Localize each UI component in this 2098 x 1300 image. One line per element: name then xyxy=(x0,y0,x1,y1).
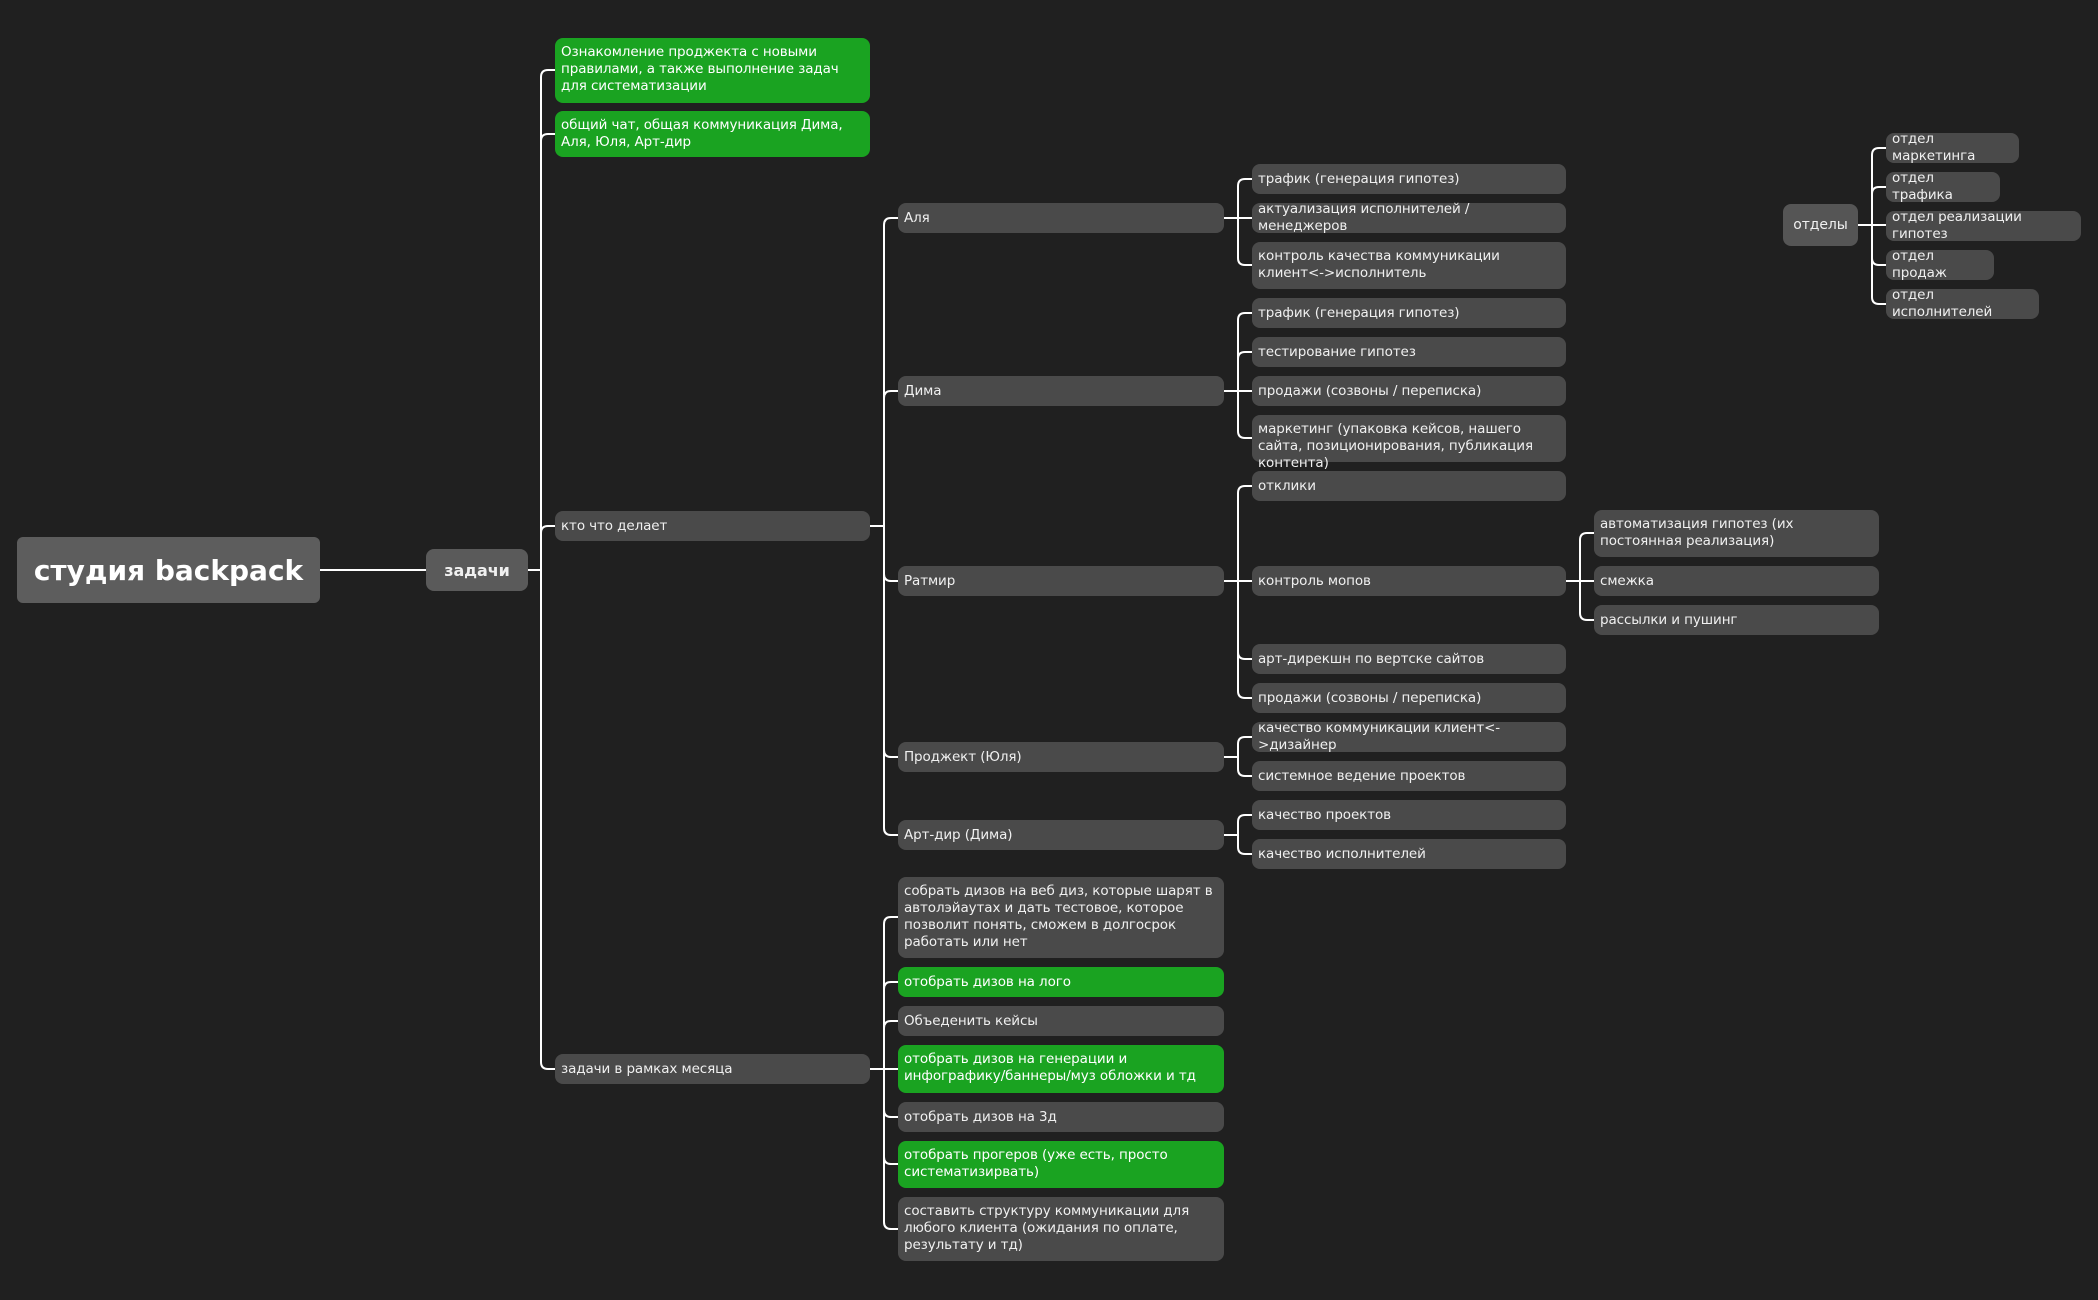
person-dima-node[interactable]: Дима xyxy=(898,376,1224,406)
ratmir-duty-node[interactable]: арт-дирекшн по вертске сайтов xyxy=(1252,644,1566,674)
connector-line xyxy=(540,525,555,534)
month-task-node[interactable]: отобрать дизов на лого xyxy=(898,967,1224,997)
connector-line xyxy=(1237,736,1252,745)
mop-control-node[interactable]: смежка xyxy=(1594,566,1879,596)
department-item-node[interactable]: отдел реализации гипотез xyxy=(1886,209,2081,242)
month-task-node[interactable]: составить структуру коммуникации для люб… xyxy=(898,1197,1224,1261)
connector-line xyxy=(883,916,898,925)
person-project-node[interactable]: Проджект (Юля) xyxy=(898,742,1224,772)
departments-node[interactable]: отделы xyxy=(1783,204,1858,246)
connector-line xyxy=(1237,312,1252,321)
dima-duty-node[interactable]: трафик (генерация гипотез) xyxy=(1252,298,1566,328)
connector-line xyxy=(883,1156,898,1165)
connector-line xyxy=(1237,651,1252,660)
intro-node[interactable]: Ознакомление проджекта с новыми правилам… xyxy=(555,38,870,103)
project-duty-node[interactable]: качество коммуникации клиент<->дизайнер xyxy=(1252,720,1566,753)
connector-line xyxy=(1237,430,1252,439)
connector-line xyxy=(883,1221,898,1230)
artdir-duty-node[interactable]: качество исполнителей xyxy=(1252,839,1566,869)
ratmir-duty-node[interactable]: отклики xyxy=(1252,471,1566,501)
ratmir-duty-node[interactable]: продажи (созвоны / переписка) xyxy=(1252,683,1566,713)
month-task-node[interactable]: Объеденить кейсы xyxy=(898,1006,1224,1036)
tasks-node[interactable]: задачи xyxy=(426,549,528,591)
connector-line xyxy=(540,1061,555,1070)
connector-line xyxy=(540,69,555,78)
connector-line xyxy=(1237,814,1252,823)
chat-node[interactable]: общий чат, общая коммуникация Дима, Аля,… xyxy=(555,111,870,157)
connector-line xyxy=(883,217,898,226)
connector-line xyxy=(1237,846,1252,855)
connector-line xyxy=(1237,178,1252,187)
connector-line xyxy=(883,390,898,399)
connector-line xyxy=(1871,147,1886,156)
month-task-node[interactable]: отобрать дизов на генерации и инфографик… xyxy=(898,1045,1224,1093)
month-task-node[interactable]: отобрать дизов на 3д xyxy=(898,1102,1224,1132)
root-node[interactable]: студия backpack xyxy=(17,537,320,603)
connector-line xyxy=(883,749,898,758)
connector-line xyxy=(1237,257,1252,266)
ratmir-duty-node[interactable]: контроль мопов xyxy=(1252,566,1566,596)
dima-duty-node[interactable]: тестирование гипотез xyxy=(1252,337,1566,367)
department-item-node[interactable]: отдел исполнителей xyxy=(1886,287,2039,320)
alya-duty-node[interactable]: актуализация исполнителей / менеджеров xyxy=(1252,201,1566,234)
connector-line xyxy=(540,133,555,142)
person-artdir-node[interactable]: Арт-дир (Дима) xyxy=(898,820,1224,850)
department-item-node[interactable]: отдел маркетинга xyxy=(1886,131,2019,164)
person-ratmir-node[interactable]: Ратмир xyxy=(898,566,1224,596)
connector-line xyxy=(1871,186,1886,195)
alya-duty-node[interactable]: контроль качества коммуникации клиент<->… xyxy=(1252,242,1566,289)
project-duty-node[interactable]: системное ведение проектов xyxy=(1252,761,1566,791)
connector-line xyxy=(1579,532,1594,541)
mop-control-node[interactable]: рассылки и пушинг xyxy=(1594,605,1879,635)
month-tasks-node[interactable]: задачи в рамках месяца xyxy=(555,1054,870,1084)
connector-line xyxy=(883,573,898,582)
connector-line xyxy=(1237,351,1252,360)
connector-line xyxy=(883,1020,898,1029)
dima-duty-node[interactable]: продажи (созвоны / переписка) xyxy=(1252,376,1566,406)
department-item-node[interactable]: отдел продаж xyxy=(1886,248,1994,281)
connector-line xyxy=(1237,485,1252,494)
connector-line xyxy=(1237,690,1252,699)
connector-line xyxy=(883,981,898,990)
connector-line xyxy=(1871,257,1886,266)
department-item-node[interactable]: отдел трафика xyxy=(1886,170,2000,203)
connector-line xyxy=(883,827,898,836)
month-task-node[interactable]: собрать дизов на веб диз, которые шарят … xyxy=(898,877,1224,958)
connector-line xyxy=(1237,768,1252,777)
alya-duty-node[interactable]: трафик (генерация гипотез) xyxy=(1252,164,1566,194)
mop-control-node[interactable]: автоматизация гипотез (их постоянная реа… xyxy=(1594,510,1879,557)
month-task-node[interactable]: отобрать прогеров (уже есть, просто сист… xyxy=(898,1141,1224,1188)
connector-line xyxy=(883,1109,898,1118)
dima-duty-node[interactable]: маркетинг (упаковка кейсов, нашего сайта… xyxy=(1252,415,1566,471)
connector-line xyxy=(1871,296,1886,305)
who-does-what-node[interactable]: кто что делает xyxy=(555,511,870,541)
connector-line xyxy=(1579,612,1594,621)
artdir-duty-node[interactable]: качество проектов xyxy=(1252,800,1566,830)
person-alya-node[interactable]: Аля xyxy=(898,203,1224,233)
